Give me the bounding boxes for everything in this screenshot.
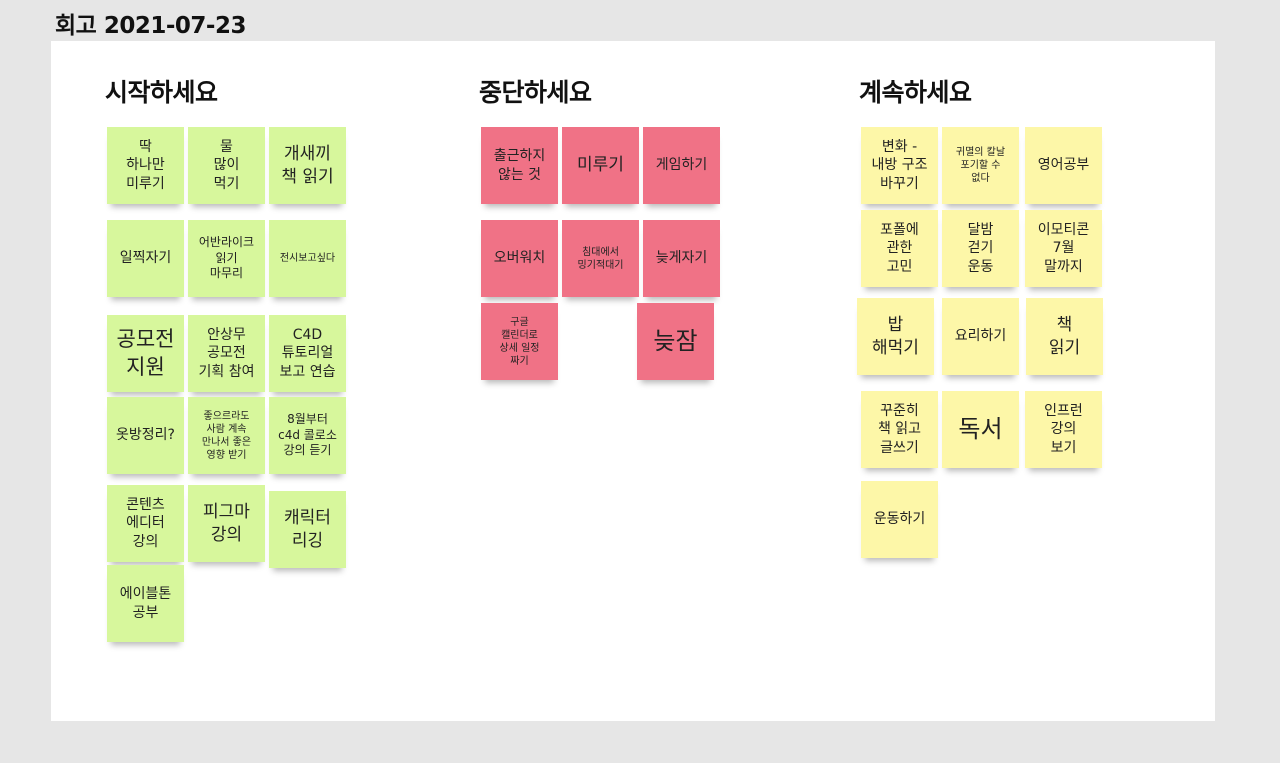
- note-text: 8월부터 c4d 콜로소 강의 듣기: [278, 412, 337, 458]
- sticky-note-stop[interactable]: 구글 캘린더로 상세 일정 짜기: [481, 303, 558, 380]
- sticky-note-start[interactable]: 옷방정리?: [107, 397, 184, 474]
- note-text: 미루기: [577, 155, 624, 176]
- sticky-note-continue[interactable]: 달밤 걷기 운동: [942, 210, 1019, 287]
- sticky-note-start[interactable]: 피그마 강의: [188, 485, 265, 562]
- note-text: 책 읽기: [1048, 315, 1081, 358]
- sticky-note-stop[interactable]: 늦게자기: [643, 220, 720, 297]
- note-text: C4D 튜토리얼 보고 연습: [279, 327, 336, 380]
- note-text: 귀멸의 칼날 포기할 수 없다: [955, 147, 1006, 184]
- sticky-note-start[interactable]: 일찍자기: [107, 220, 184, 297]
- note-text: 물 많이 먹기: [213, 139, 240, 192]
- sticky-note-start[interactable]: 안상무 공모전 기획 참여: [188, 315, 265, 392]
- sticky-note-continue[interactable]: 책 읽기: [1026, 298, 1103, 375]
- sticky-note-continue[interactable]: 포폴에 관한 고민: [861, 210, 938, 287]
- sticky-note-stop[interactable]: 게임하기: [643, 127, 720, 204]
- sticky-note-continue[interactable]: 변화 - 내방 구조 바꾸기: [861, 127, 938, 204]
- note-text: 전시보고싶다: [279, 253, 336, 264]
- note-text: 늦게자기: [655, 250, 708, 267]
- sticky-note-start[interactable]: 어반라이크 읽기 마무리: [188, 220, 265, 297]
- note-text: 피그마 강의: [203, 502, 250, 545]
- whiteboard-canvas[interactable]: 시작하세요 중단하세요 계속하세요 딱 하나만 미루기 물 많이 먹기 개새끼 …: [51, 41, 1215, 721]
- note-text: 에이블톤 공부: [119, 586, 172, 621]
- sticky-note-start[interactable]: 개새끼 책 읽기: [269, 127, 346, 204]
- note-text: 딱 하나만 미루기: [126, 139, 165, 192]
- column-heading-continue: 계속하세요: [859, 78, 972, 107]
- note-text: 개새끼 책 읽기: [281, 144, 334, 187]
- sticky-note-continue[interactable]: 꾸준히 책 읽고 글쓰기: [861, 391, 938, 468]
- sticky-note-continue[interactable]: 독서: [942, 391, 1019, 468]
- note-text: 늦잠: [653, 326, 698, 355]
- note-text: 게임하기: [655, 157, 708, 174]
- note-text: 오버워치: [493, 250, 546, 267]
- sticky-note-continue[interactable]: 귀멸의 칼날 포기할 수 없다: [942, 127, 1019, 204]
- sticky-note-stop[interactable]: 늦잠: [637, 303, 714, 380]
- sticky-note-start[interactable]: 8월부터 c4d 콜로소 강의 듣기: [269, 397, 346, 474]
- note-text: 변화 - 내방 구조 바꾸기: [871, 139, 928, 192]
- note-text: 침대에서 밍기적대기: [577, 246, 624, 271]
- note-text: 옷방정리?: [116, 427, 175, 444]
- note-text: 독서: [958, 414, 1003, 443]
- sticky-note-continue[interactable]: 인프런 강의 보기: [1025, 391, 1102, 468]
- sticky-note-start[interactable]: C4D 튜토리얼 보고 연습: [269, 315, 346, 392]
- note-text: 콘텐츠 에디터 강의: [126, 497, 165, 550]
- note-text: 인프런 강의 보기: [1044, 403, 1083, 456]
- note-text: 포폴에 관한 고민: [880, 222, 919, 275]
- sticky-note-continue[interactable]: 밥 해먹기: [857, 298, 934, 375]
- note-text: 좋으르라도 사람 계속 만나서 좋은 영향 받기: [201, 410, 252, 461]
- column-heading-stop: 중단하세요: [479, 78, 592, 107]
- sticky-note-continue[interactable]: 이모티콘 7월 말까지: [1025, 210, 1102, 287]
- note-text: 구글 캘린더로 상세 일정 짜기: [499, 316, 540, 367]
- note-text: 출근하지 않는 것: [493, 148, 546, 183]
- sticky-note-start[interactable]: 에이블톤 공부: [107, 565, 184, 642]
- sticky-note-stop[interactable]: 오버워치: [481, 220, 558, 297]
- note-text: 달밤 걷기 운동: [967, 222, 994, 275]
- sticky-note-stop[interactable]: 미루기: [562, 127, 639, 204]
- sticky-note-start[interactable]: 물 많이 먹기: [188, 127, 265, 204]
- sticky-note-start[interactable]: 캐릭터 리깅: [269, 491, 346, 568]
- sticky-note-start[interactable]: 전시보고싶다: [269, 220, 346, 297]
- note-text: 이모티콘 7월 말까지: [1037, 222, 1090, 275]
- note-text: 운동하기: [873, 511, 926, 528]
- note-text: 일찍자기: [119, 250, 172, 267]
- note-text: 꾸준히 책 읽고 글쓰기: [877, 403, 922, 456]
- sticky-note-start[interactable]: 딱 하나만 미루기: [107, 127, 184, 204]
- note-text: 영어공부: [1037, 157, 1090, 174]
- sticky-note-start[interactable]: 콘텐츠 에디터 강의: [107, 485, 184, 562]
- sticky-note-start[interactable]: 공모전 지원: [107, 315, 184, 392]
- note-text: 요리하기: [954, 328, 1007, 345]
- column-heading-start: 시작하세요: [105, 78, 218, 107]
- sticky-note-stop[interactable]: 침대에서 밍기적대기: [562, 220, 639, 297]
- sticky-note-start[interactable]: 좋으르라도 사람 계속 만나서 좋은 영향 받기: [188, 397, 265, 474]
- sticky-note-stop[interactable]: 출근하지 않는 것: [481, 127, 558, 204]
- note-text: 캐릭터 리깅: [284, 508, 331, 551]
- sticky-note-continue[interactable]: 영어공부: [1025, 127, 1102, 204]
- note-text: 밥 해먹기: [872, 315, 919, 358]
- sticky-note-continue[interactable]: 운동하기: [861, 481, 938, 558]
- note-text: 어반라이크 읽기 마무리: [198, 235, 255, 281]
- board-title: 회고 2021-07-23: [55, 13, 246, 39]
- note-text: 공모전 지원: [116, 327, 175, 379]
- sticky-note-continue[interactable]: 요리하기: [942, 298, 1019, 375]
- note-text: 안상무 공모전 기획 참여: [198, 327, 255, 380]
